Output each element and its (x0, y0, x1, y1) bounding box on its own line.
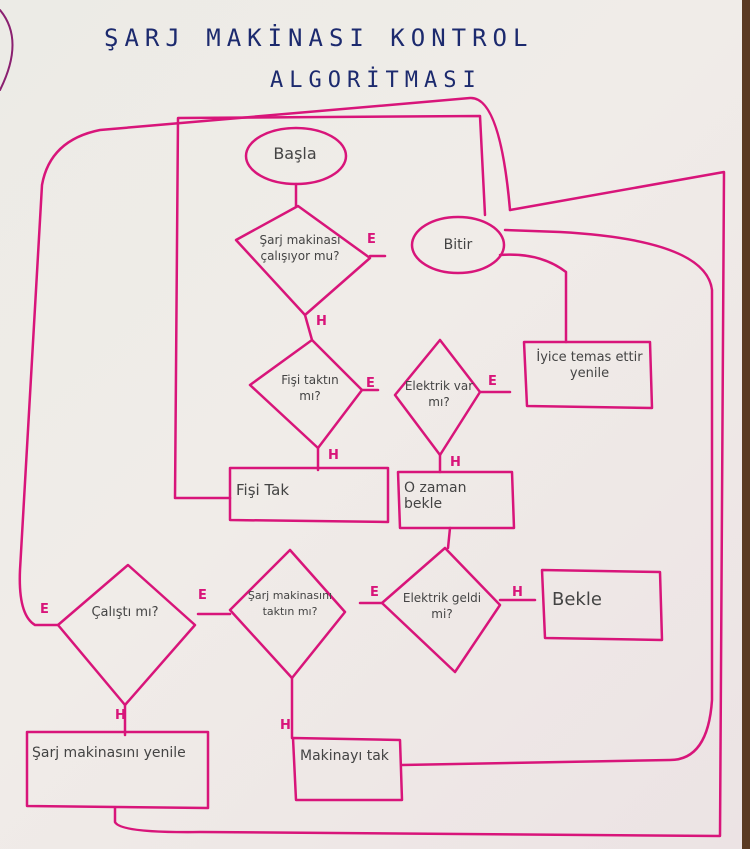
no-mark: H (450, 455, 461, 470)
title-line-2: ALGORİTMASI (270, 68, 482, 93)
power-back-question: Elektrik geldi mi? (402, 591, 482, 621)
no-mark: H (328, 448, 339, 463)
wait-action: Bekle (552, 589, 602, 610)
decision-power-back (380, 546, 502, 674)
wait-power-action: O zaman bekle (404, 480, 467, 512)
title-line-1: ŞARJ MAKİNASI KONTROL (104, 24, 534, 52)
yes-mark: E (367, 232, 376, 247)
plug-question: Fişi taktın mı? (281, 373, 339, 403)
installed-question: Şarj makinasını taktın mı? (247, 589, 333, 618)
process-renew (25, 730, 210, 810)
worked-question: Çalıştı mı? (91, 605, 159, 620)
yes-mark: E (198, 588, 207, 603)
process-plug (228, 466, 390, 524)
yes-mark: E (488, 374, 497, 389)
yes-mark: E (370, 585, 379, 600)
table-edge (742, 0, 750, 849)
end-label: Bitir (443, 237, 473, 253)
decision-worked (56, 563, 197, 707)
process-clean (522, 340, 654, 410)
renew-action: Şarj makinasını yenile (32, 745, 186, 761)
no-mark: H (316, 314, 327, 329)
process-wait-power (396, 470, 516, 530)
clean-action: İyice temas ettir yenile (536, 350, 643, 381)
install-action: Makinayı tak (300, 748, 389, 764)
running-question: Şarj makinası çalışıyor mu? (259, 233, 341, 263)
yes-mark: E (40, 602, 49, 617)
start-label: Başla (273, 144, 317, 163)
plug-action: Fişi Tak (236, 481, 290, 499)
process-wait (540, 568, 664, 642)
yes-mark: E (366, 376, 375, 391)
power-question: Elektrik var mı? (404, 379, 474, 409)
no-mark: H (280, 718, 291, 733)
no-mark: H (512, 585, 523, 600)
end-terminal (410, 215, 506, 275)
no-mark: H (115, 708, 126, 723)
process-install (291, 736, 404, 802)
